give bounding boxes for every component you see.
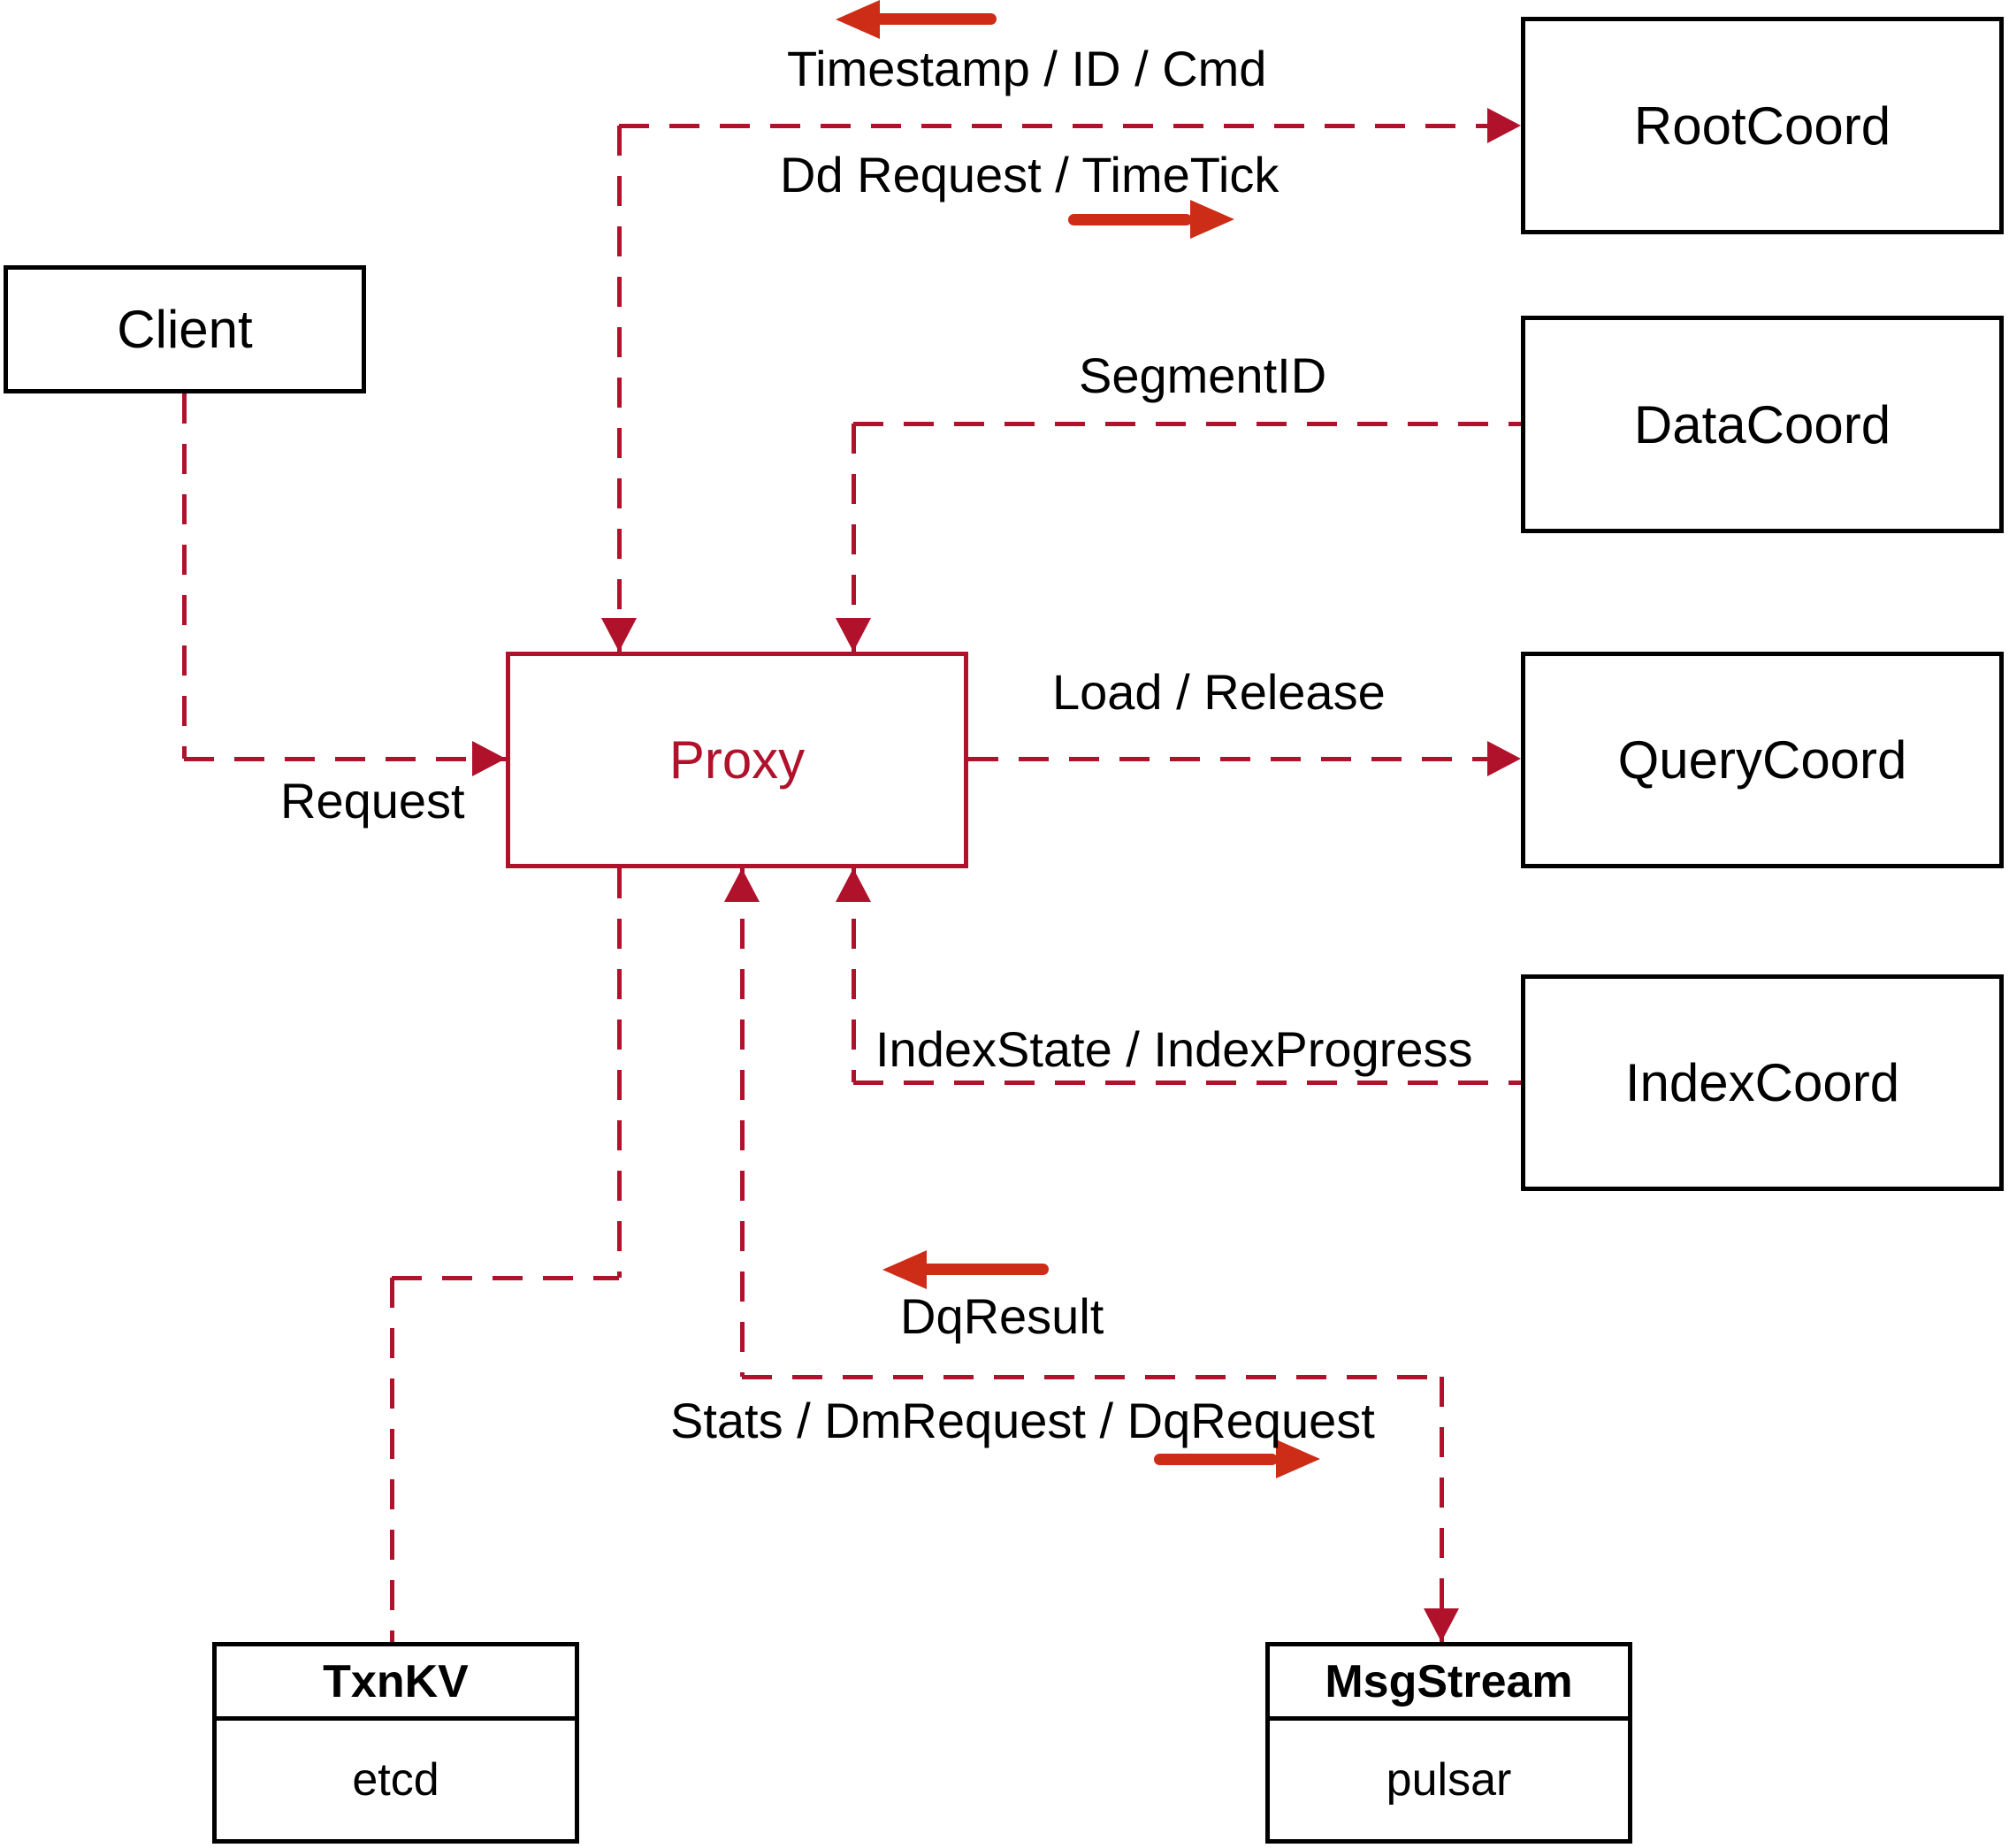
edge-proxy-msgstream-vertical1 [740, 868, 745, 1377]
node-rootcoord: RootCoord [1521, 17, 2004, 234]
node-datacoord: DataCoord [1521, 316, 2004, 533]
edge-proxy-txnkv-horizontal [392, 1276, 619, 1280]
node-rootcoord-label: RootCoord [1633, 95, 1891, 156]
node-msgstream: MsgStream pulsar [1265, 1642, 1632, 1844]
node-querycoord: QueryCoord [1521, 652, 2004, 868]
left-direction-arrow-dqresult-icon [882, 1250, 1052, 1289]
arrowhead-into-proxy-bottom-right-icon [836, 868, 871, 902]
arrowhead-into-proxy-top-right-icon [836, 618, 871, 652]
node-querycoord-label: QueryCoord [1617, 730, 1907, 790]
edge-datacoord-proxy-vertical [852, 424, 856, 652]
arrowhead-into-msgstream-icon [1424, 1608, 1459, 1642]
node-indexcoord-label: IndexCoord [1624, 1053, 1900, 1112]
node-proxy: Proxy [506, 652, 968, 868]
edge-proxy-msgstream-horizontal [742, 1375, 1441, 1379]
edge-datacoord-proxy-horizontal [853, 422, 1521, 426]
node-msgstream-impl: pulsar [1386, 1754, 1512, 1806]
edge-label-timestamp-id-cmd: Timestamp / ID / Cmd [787, 41, 1267, 96]
edge-label-request: Request [280, 773, 465, 829]
node-datacoord-label: DataCoord [1633, 394, 1891, 454]
edge-proxy-rootcoord-vertical [617, 126, 622, 652]
arrowhead-into-proxy-bottom-left-icon [724, 868, 760, 902]
right-direction-arrow-ddrequest-icon [1068, 200, 1236, 239]
node-msgstream-title: MsgStream [1270, 1646, 1628, 1721]
node-txnkv-title: TxnKV [217, 1646, 575, 1721]
edge-label-indexstate-indexprogress: IndexState / IndexProgress [875, 1021, 1473, 1077]
edge-indexcoord-proxy-horizontal [853, 1081, 1521, 1085]
edge-label-segment-id: SegmentID [1079, 347, 1327, 403]
arrowhead-into-proxy-left-icon [472, 741, 506, 776]
edge-client-proxy-horizontal [184, 757, 506, 761]
node-proxy-label: Proxy [668, 730, 806, 790]
edge-label-load-release: Load / Release [1052, 664, 1386, 720]
edge-client-proxy-vertical [182, 393, 187, 759]
arrowhead-into-rootcoord-icon [1487, 108, 1521, 143]
node-txnkv-impl: etcd [352, 1754, 439, 1806]
edge-proxy-querycoord-horizontal [968, 757, 1521, 761]
edge-label-stats-dmrequest-dqrequest: Stats / DmRequest / DqRequest [670, 1393, 1375, 1448]
node-client-label: Client [117, 300, 253, 359]
edge-indexcoord-proxy-vertical [852, 868, 856, 1082]
right-direction-arrow-stats-icon [1154, 1439, 1324, 1478]
edge-proxy-txnkv-vertical2 [390, 1278, 394, 1642]
arrowhead-into-querycoord-icon [1487, 741, 1521, 776]
edge-label-dd-request-timetick: Dd Request / TimeTick [780, 147, 1279, 202]
node-indexcoord: IndexCoord [1521, 974, 2004, 1191]
edge-proxy-rootcoord-horizontal [619, 124, 1521, 128]
node-txnkv: TxnKV etcd [212, 1642, 579, 1844]
arrowhead-into-proxy-top-left-icon [601, 618, 637, 652]
edge-proxy-msgstream-vertical2 [1440, 1377, 1444, 1642]
left-direction-arrow-timestamp-icon [836, 0, 1004, 39]
edge-proxy-txnkv-vertical1 [617, 868, 622, 1278]
node-client: Client [4, 265, 366, 393]
edge-label-dqresult: DqResult [900, 1288, 1104, 1344]
